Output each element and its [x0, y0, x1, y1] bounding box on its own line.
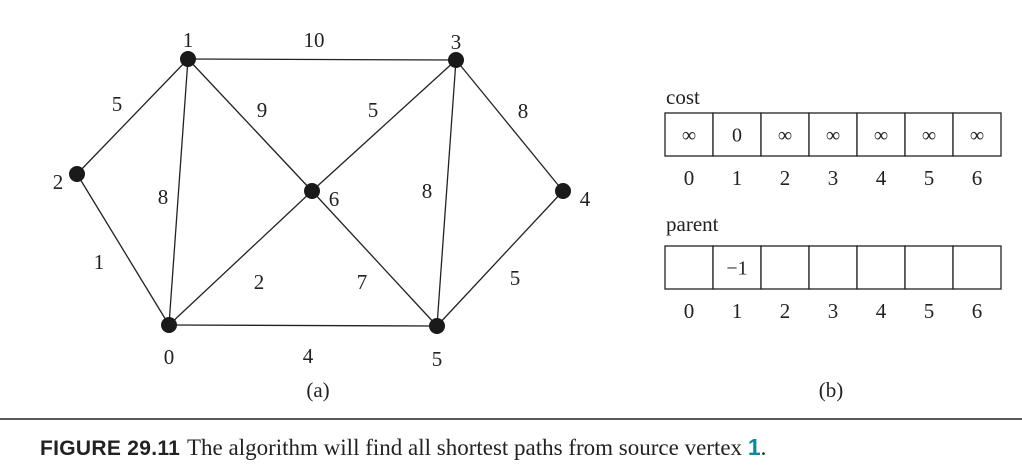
vertex-label-0: 0 — [164, 345, 175, 369]
edge-3-4 — [455, 59, 564, 192]
vertex-0 — [161, 317, 177, 333]
caption-text: The algorithm will find all shortest pat… — [187, 434, 766, 460]
parent-index-5: 5 — [924, 299, 935, 323]
cost-value-6: ∞ — [970, 125, 984, 147]
edge-1-2 — [76, 58, 189, 175]
edge-4-5 — [436, 190, 564, 327]
edge-3-5 — [436, 59, 457, 327]
parent-cell-3 — [808, 245, 858, 290]
parent-index-4: 4 — [876, 299, 887, 323]
parent-index-3: 3 — [828, 299, 839, 323]
caption-source-vertex: 1 — [748, 434, 761, 460]
caption-period: . — [761, 435, 767, 460]
cost-indices: 0 1 2 3 4 5 6 — [684, 166, 983, 190]
cost-value-0: ∞ — [682, 125, 696, 147]
edge-1-6 — [187, 58, 313, 192]
cost-index-3: 3 — [828, 166, 839, 190]
weighted-graph: 5 10 9 8 1 2 4 5 7 8 8 5 0 1 2 3 4 5 6 (a) — [53, 28, 591, 402]
cost-index-5: 5 — [924, 166, 935, 190]
cost-cell-6 — [952, 112, 1002, 157]
edge-1-0 — [168, 58, 189, 326]
vertex-label-1: 1 — [183, 28, 194, 52]
edge-weight-3-4: 8 — [518, 99, 529, 123]
parent-index-1: 1 — [732, 299, 743, 323]
vertex-2 — [69, 166, 85, 182]
parent-cell-5 — [904, 245, 954, 290]
parent-index-2: 2 — [780, 299, 791, 323]
caption-body: The algorithm will find all shortest pat… — [187, 435, 748, 460]
cost-cell-1 — [712, 112, 762, 157]
graph-sublabel: (a) — [306, 378, 329, 402]
edge-weight-6-3: 5 — [368, 98, 379, 122]
parent-index-0: 0 — [684, 299, 695, 323]
edge-weight-1-3: 10 — [304, 28, 325, 52]
cost-value-3: ∞ — [826, 125, 840, 147]
edge-0-6 — [168, 190, 313, 326]
vertex-label-3: 3 — [451, 30, 462, 54]
vertex-label-4: 4 — [580, 187, 591, 211]
graph-edges — [76, 58, 564, 327]
vertex-3 — [448, 52, 464, 68]
cost-index-4: 4 — [876, 166, 887, 190]
figure-caption: FIGURE 29.11 The algorithm will find all… — [0, 418, 1022, 460]
vertex-labels: 0 1 2 3 4 5 6 — [53, 28, 591, 371]
edge-2-0 — [76, 173, 170, 326]
edge-6-3 — [311, 59, 457, 192]
edge-weight-1-0: 8 — [158, 185, 169, 209]
cost-value-4: ∞ — [874, 125, 888, 147]
cost-value-2: ∞ — [778, 125, 792, 147]
parent-indices: 0 1 2 3 4 5 6 — [684, 299, 983, 323]
edge-weight-3-5: 8 — [422, 179, 433, 203]
parent-table-title: parent — [666, 212, 719, 236]
cost-table-title: cost — [666, 85, 700, 109]
parent-value-1: −1 — [726, 258, 747, 280]
edge-weight-0-6: 2 — [254, 270, 265, 294]
figure-number: FIGURE 29.11 — [40, 437, 180, 460]
cost-index-1: 1 — [732, 166, 743, 190]
edge-weight-0-5: 4 — [303, 344, 314, 368]
parent-cell-0 — [664, 245, 714, 290]
cost-index-2: 2 — [780, 166, 791, 190]
parent-array: −1 — [664, 245, 1002, 290]
parent-cell-6 — [952, 245, 1002, 290]
tables-sublabel: (b) — [819, 378, 844, 402]
parent-index-6: 6 — [972, 299, 983, 323]
cost-cell-0 — [664, 112, 714, 157]
parent-cell-1 — [712, 245, 762, 290]
vertex-label-6: 6 — [329, 187, 340, 211]
cost-index-6: 6 — [972, 166, 983, 190]
edge-weight-4-5: 5 — [510, 266, 521, 290]
edge-1-3 — [187, 58, 457, 61]
cost-index-0: 0 — [684, 166, 695, 190]
edge-6-5 — [311, 190, 438, 327]
cost-value-5: ∞ — [922, 125, 936, 147]
cost-value-1: 0 — [732, 125, 742, 147]
vertex-1 — [180, 51, 196, 67]
edge-weight-1-2: 5 — [112, 92, 123, 116]
vertex-5 — [429, 318, 445, 334]
vertex-label-2: 2 — [53, 170, 64, 194]
vertex-label-5: 5 — [432, 347, 443, 371]
graph-vertices — [69, 51, 571, 334]
edge-weight-6-5: 7 — [357, 270, 368, 294]
parent-cell-4 — [856, 245, 906, 290]
cost-array: ∞ 0 ∞ ∞ ∞ ∞ ∞ — [664, 112, 1002, 157]
edge-0-5 — [168, 324, 438, 327]
cost-parent-tables: cost ∞ 0 ∞ ∞ ∞ ∞ ∞ 0 1 2 3 4 5 6 parent −1 0 1 2 3 4 5 6 (… — [664, 85, 1002, 402]
vertex-6 — [304, 183, 320, 199]
vertex-4 — [555, 183, 571, 199]
edge-weight-1-6: 9 — [257, 98, 268, 122]
parent-cell-2 — [760, 245, 810, 290]
edge-weight-2-0: 1 — [94, 250, 105, 274]
